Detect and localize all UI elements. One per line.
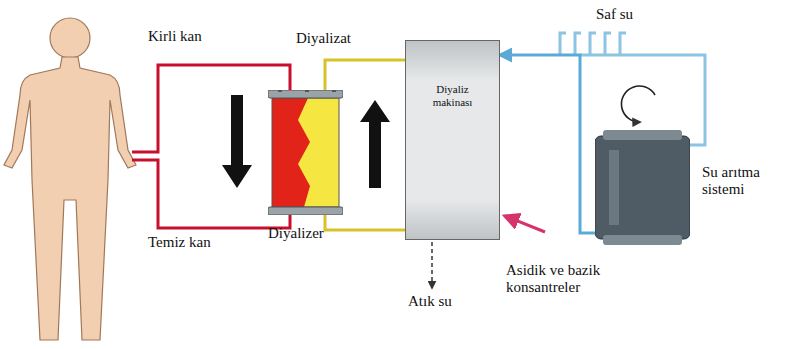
- dialysate-line: [325, 215, 405, 230]
- flow-arrow: [222, 95, 252, 188]
- dialysis-machine: Diyaliz makinası: [405, 40, 500, 240]
- water-outlets: [560, 33, 626, 55]
- node-caption: Su arıtma sistemi: [702, 164, 782, 199]
- pipe-connector: [500, 55, 595, 233]
- edge-label: Diyalizat: [296, 30, 351, 47]
- flow-label: Kirli kan: [148, 28, 238, 45]
- waste-arrow: [431, 242, 433, 288]
- circulation-arrow: [621, 86, 655, 122]
- node-caption: Diyalizer: [268, 225, 324, 242]
- blood-line: [132, 65, 290, 152]
- water-treatment-tank: Su arıtma sistemi: [595, 130, 690, 245]
- flow-label: Atık su: [408, 293, 488, 310]
- dialyzer: Diyalizer: [268, 90, 343, 215]
- water-pipe: [580, 55, 705, 145]
- dialyzer-cartridge: [268, 90, 343, 215]
- pipe-connector: [325, 60, 405, 90]
- flow-label: Temiz kan: [148, 234, 238, 251]
- tank-body: [595, 130, 690, 245]
- flow-arrow: [360, 100, 390, 188]
- machine-label: Diyaliz makinası: [418, 83, 488, 108]
- edge-label: Saf su: [596, 6, 633, 23]
- human-figure: [4, 18, 136, 340]
- blood-line: [132, 160, 290, 228]
- concentrate-arrow: [505, 216, 545, 232]
- flow-label: Asidik ve bazik konsantreler: [506, 262, 636, 297]
